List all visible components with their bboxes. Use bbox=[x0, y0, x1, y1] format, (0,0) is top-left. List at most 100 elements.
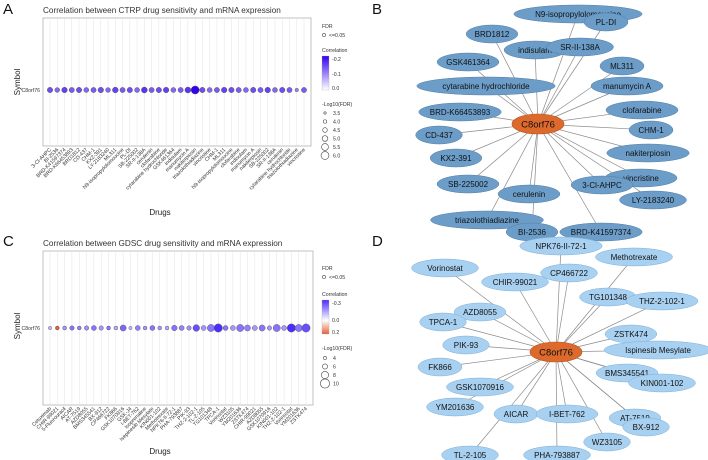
a-dot bbox=[243, 87, 249, 93]
b-node-label: BRD1812 bbox=[475, 30, 510, 39]
b-node-label: KX2-391 bbox=[440, 154, 472, 163]
a-dot bbox=[279, 87, 286, 93]
panel-b-hub-node bbox=[511, 113, 565, 135]
a-dot bbox=[257, 87, 264, 93]
a-dot bbox=[250, 87, 257, 93]
d-node-label: YM201636 bbox=[436, 403, 475, 412]
d-node bbox=[535, 404, 599, 424]
d-node bbox=[426, 397, 484, 417]
a-size-legend-label: 4.0 bbox=[333, 120, 340, 126]
d-node bbox=[523, 445, 591, 460]
c-dot bbox=[142, 325, 148, 331]
panel-label-c: C bbox=[3, 233, 14, 250]
b-node-label: N9-isopropylolomoucine bbox=[535, 10, 621, 19]
d-edge bbox=[555, 245, 562, 353]
panel-b-nodes: N9-isopropylolomoucinePL-DIBRD1812indisu… bbox=[415, 4, 690, 242]
panel-a-dotplot: Correlation between CTRP drug sensitivit… bbox=[13, 6, 353, 217]
c-size-legend-label: 6 bbox=[333, 365, 336, 371]
b-node-label: GSK461364 bbox=[446, 58, 490, 67]
d-node-label: I-BET-762 bbox=[549, 410, 586, 419]
panel-a-legend-size-title: -Log10(FDR) bbox=[322, 102, 353, 108]
c-dot bbox=[149, 325, 156, 331]
panel-c-legend: FDR <=0.05 Correlation -0.3 0.0 0.2 -Log… bbox=[320, 266, 353, 389]
panel-c-legend-fdr-dot bbox=[322, 275, 326, 279]
panel-b-network: N9-isopropylolomoucinePL-DIBRD1812indisu… bbox=[415, 4, 690, 242]
panel-c-dotplot: Correlation between GDSC drug sensitivit… bbox=[13, 239, 353, 456]
c-dot bbox=[207, 324, 215, 332]
b-node-label: BI-2536 bbox=[518, 228, 547, 237]
panel-c-title: Correlation between GDSC drug sensitivit… bbox=[43, 239, 283, 248]
panel-a-title: Correlation between CTRP drug sensitivit… bbox=[43, 6, 281, 15]
c-dot bbox=[48, 326, 52, 330]
panel-c-colorbar-tick-3: 0.2 bbox=[332, 330, 339, 336]
d-node-label: AZD8055 bbox=[463, 308, 497, 317]
b-node bbox=[429, 148, 483, 168]
d-edge bbox=[555, 272, 570, 353]
b-node-label: indisulam bbox=[518, 46, 552, 55]
b-node bbox=[619, 190, 687, 210]
b-node-label: LY-2183240 bbox=[632, 196, 675, 205]
a-dot bbox=[61, 86, 68, 94]
c-dot bbox=[186, 325, 192, 331]
panel-c-x-label: Drugs bbox=[149, 447, 170, 456]
c-dot bbox=[128, 326, 133, 330]
panel-c-y-tick: C8orf76 bbox=[22, 326, 41, 332]
a-dot bbox=[214, 87, 220, 93]
d-node-label: Vorinostat bbox=[427, 264, 463, 273]
b-node bbox=[546, 37, 614, 57]
b-node-label: ML311 bbox=[610, 62, 634, 71]
a-size-legend-circle bbox=[320, 151, 330, 160]
d-node-label: AT-7519 bbox=[620, 414, 650, 423]
panel-d-nodes: NPK76-II-72-1MethotrexateVorinostatCP466… bbox=[411, 236, 708, 460]
panel-d-hub-label: C8orf76 bbox=[539, 348, 573, 359]
b-edge bbox=[537, 13, 579, 125]
b-node-label: BRD-K41597374 bbox=[571, 228, 632, 237]
c-dot bbox=[106, 325, 111, 331]
d-edge bbox=[454, 351, 557, 408]
a-size-legend-circle bbox=[323, 111, 327, 115]
a-dot bbox=[126, 87, 133, 93]
c-dot bbox=[301, 323, 311, 333]
d-node-label: NPK76-II-72-1 bbox=[535, 242, 587, 251]
d-node bbox=[419, 312, 467, 332]
a-dot bbox=[184, 86, 192, 94]
d-node bbox=[481, 272, 549, 292]
d-node bbox=[442, 335, 490, 355]
panel-c-colorbar-tick-1: -0.3 bbox=[332, 301, 341, 307]
b-node-label: clofarabine bbox=[622, 106, 662, 115]
b-node-label: cerulenin bbox=[513, 190, 545, 199]
c-dot bbox=[266, 325, 272, 331]
panel-c-legend-size-title: -Log10(FDR) bbox=[322, 346, 353, 352]
a-dot bbox=[170, 87, 177, 93]
a-dot bbox=[272, 87, 278, 93]
a-dot bbox=[54, 87, 60, 93]
d-node bbox=[583, 432, 631, 452]
b-edge bbox=[537, 123, 642, 179]
c-dot bbox=[213, 323, 223, 333]
d-node bbox=[595, 247, 673, 267]
d-node-label: PIK-93 bbox=[454, 341, 479, 350]
a-dot bbox=[119, 87, 126, 93]
a-size-legend-label: 6.0 bbox=[333, 154, 340, 160]
b-node bbox=[436, 174, 500, 194]
b-node bbox=[418, 102, 502, 122]
a-dot bbox=[228, 87, 235, 93]
panel-a-y-label: Symbol bbox=[13, 68, 22, 95]
b-node-label: triazolothiadiazine bbox=[455, 216, 520, 225]
panel-a-legend-fdr-dot bbox=[322, 33, 326, 37]
b-node bbox=[570, 175, 634, 195]
panel-a-colorbar-tick-3: 0.0 bbox=[332, 86, 339, 92]
panel-c-y-label: Symbol bbox=[13, 312, 22, 339]
a-dot bbox=[141, 86, 148, 94]
b-edge bbox=[537, 123, 602, 233]
b-node bbox=[606, 143, 690, 163]
b-node bbox=[559, 222, 643, 242]
d-node-label: AICAR bbox=[504, 410, 529, 419]
d-node-label: KIN001-102 bbox=[641, 379, 684, 388]
a-dot bbox=[163, 86, 170, 94]
d-node bbox=[453, 302, 507, 322]
c-dot bbox=[77, 325, 82, 331]
a-dot bbox=[221, 86, 228, 94]
c-size-legend-circle bbox=[323, 356, 327, 360]
